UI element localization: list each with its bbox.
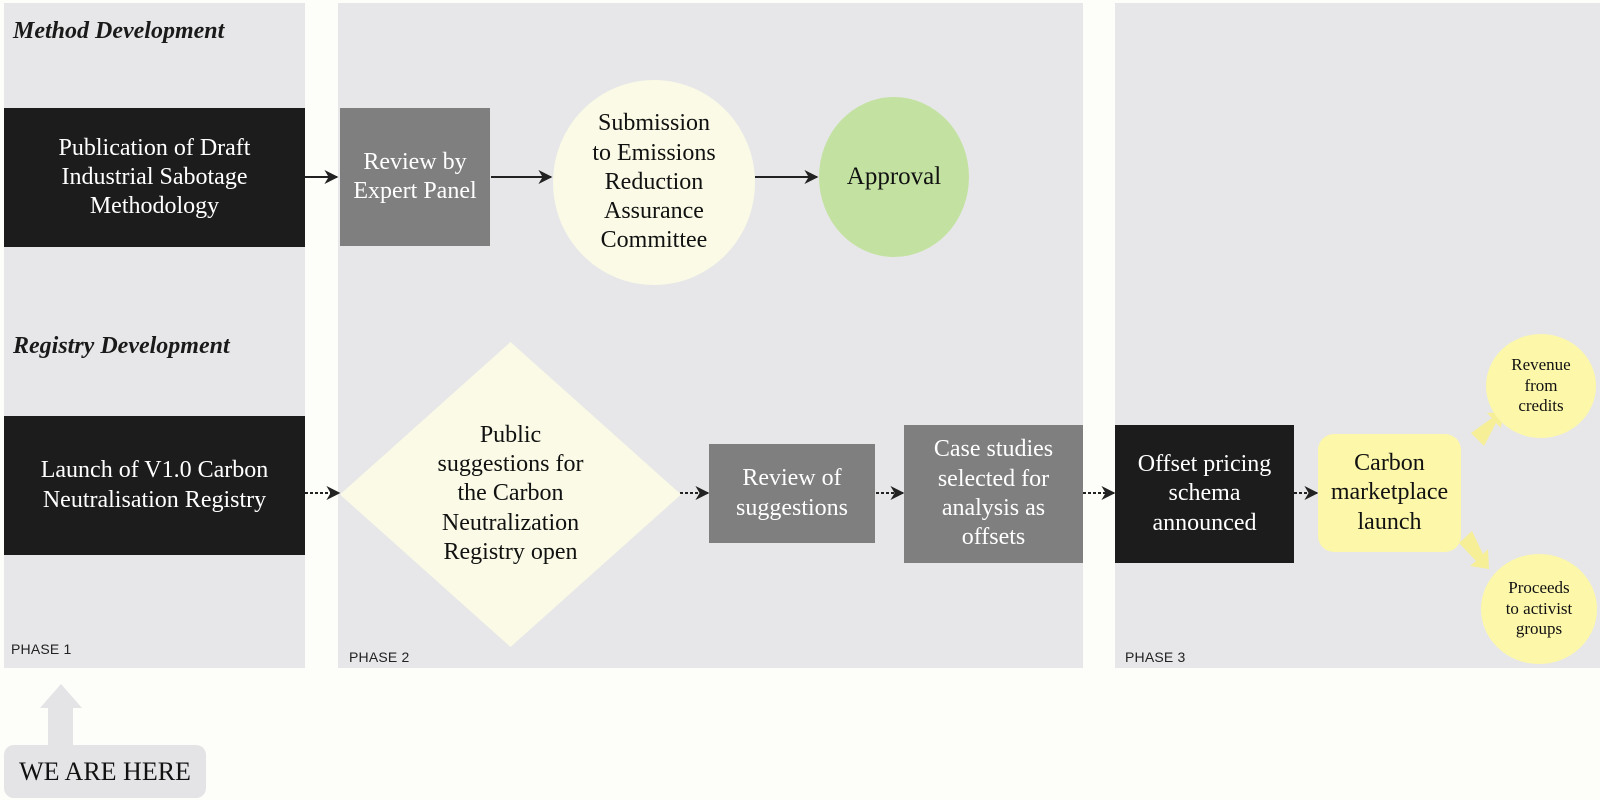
registry-development-title: Registry Development bbox=[13, 333, 230, 359]
publication-node: Publication of Draft Industrial Sabotage… bbox=[4, 108, 305, 247]
phase-2-label: PHASE 2 bbox=[349, 649, 410, 665]
offset-pricing-node: Offset pricing schema announced bbox=[1115, 425, 1294, 563]
carbon-marketplace-node: Carbon marketplace launch bbox=[1318, 434, 1461, 552]
approval-node: Approval bbox=[819, 97, 969, 257]
arrow-to-proceeds bbox=[1459, 531, 1489, 569]
arrow-to-revenue bbox=[1471, 412, 1503, 446]
submission-node: Submission to Emissions Reduction Assura… bbox=[553, 80, 755, 285]
launch-registry-node: Launch of V1.0 Carbon Neutralisation Reg… bbox=[4, 416, 305, 555]
review-suggestions-node: Review of suggestions bbox=[709, 444, 875, 543]
review-expert-panel-node: Review by Expert Panel bbox=[340, 108, 490, 246]
phase-1-label: PHASE 1 bbox=[11, 641, 72, 657]
we-are-here-label: WE ARE HERE bbox=[4, 745, 206, 798]
method-development-title: Method Development bbox=[13, 18, 225, 44]
case-studies-node: Case studies selected for analysis as of… bbox=[904, 425, 1083, 563]
public-suggestions-node: Public suggestions for the Carbon Neutra… bbox=[437, 421, 584, 565]
public-suggestions-diamond bbox=[340, 342, 681, 647]
phase-3-label: PHASE 3 bbox=[1125, 649, 1186, 665]
we-are-here-arrow bbox=[40, 684, 82, 745]
proceeds-node: Proceeds to activist groups bbox=[1481, 554, 1597, 664]
revenue-node: Revenue from credits bbox=[1486, 334, 1596, 438]
